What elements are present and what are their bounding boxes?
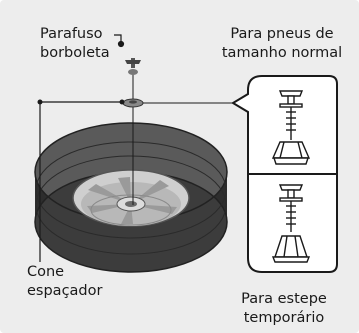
spacer-cone-leader <box>37 99 125 262</box>
spacer-cone-label-line2: espaçador <box>27 283 103 299</box>
wing-bolt-leader <box>114 34 125 48</box>
wing-bolt-label-line2: borboleta <box>40 45 110 61</box>
temp-spare-label-line1: Para estepe <box>241 291 327 307</box>
temp-spare-label-line2: temporário <box>243 310 325 326</box>
normal-tire-label-line2: tamanho normal <box>221 45 343 61</box>
detail-panel <box>231 75 338 273</box>
spare-tire <box>34 122 228 273</box>
wing-bolt-label: Parafuso borboleta <box>40 25 110 63</box>
temp-spare-label: Para estepe temporário <box>223 290 345 328</box>
wing-bolt-icon <box>125 58 141 75</box>
spacer-cone-label-line1: Cone <box>27 264 65 280</box>
normal-tire-bolt-icon <box>271 90 311 165</box>
spacer-cone-label: Cone espaçador <box>27 263 102 301</box>
spacer-cone-icon <box>122 98 144 108</box>
wing-bolt-label-line1: Parafuso <box>40 26 103 42</box>
normal-tire-label-line1: Para pneus de <box>230 26 334 42</box>
normal-tire-label: Para pneus de tamanho normal <box>212 25 352 63</box>
temporary-spare-bolt-icon <box>271 184 311 263</box>
